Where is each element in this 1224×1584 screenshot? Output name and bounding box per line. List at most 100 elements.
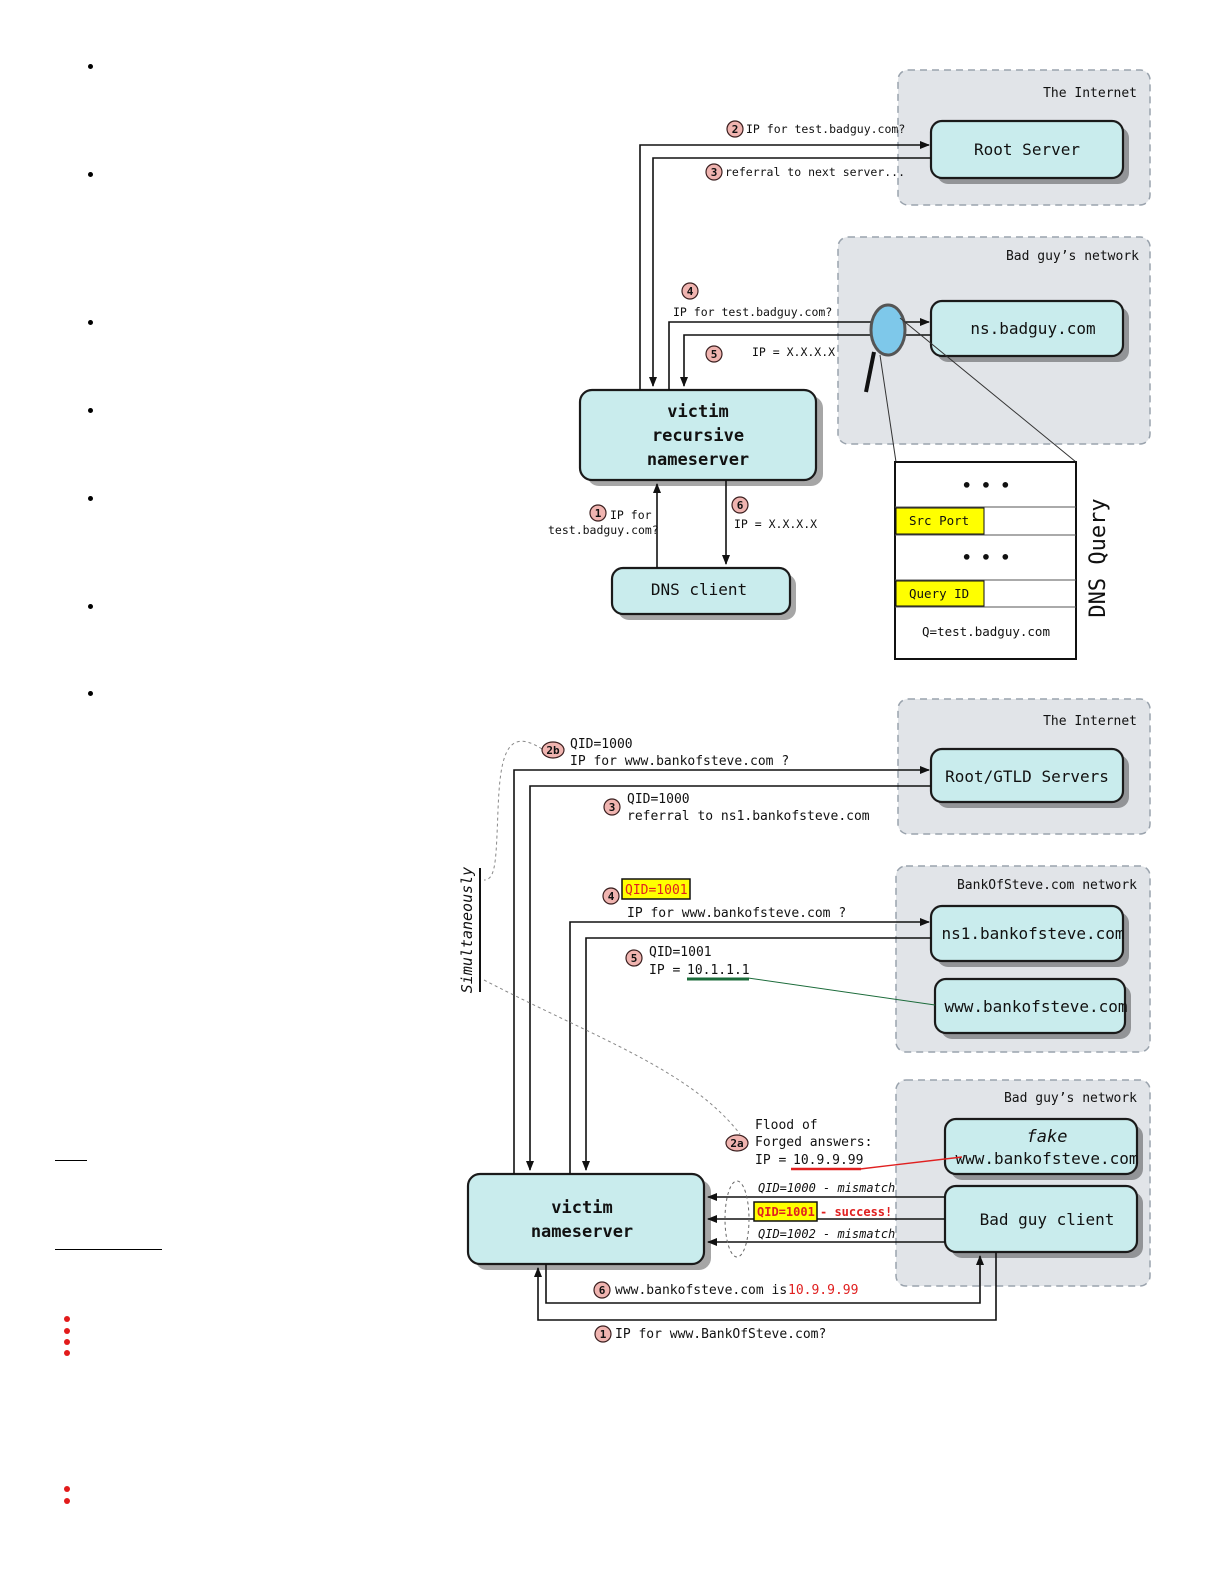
red-dot-4 — [64, 1350, 70, 1356]
victim-nameserver-line1: victim — [551, 1198, 612, 1218]
fake-label: fake — [1027, 1127, 1068, 1147]
bullet-2 — [88, 172, 93, 177]
victim-recursive-line1: victim — [667, 402, 728, 422]
ns1-bank-node — [929, 904, 1125, 963]
red-dot-3 — [64, 1339, 70, 1345]
packet-dots-1: • • • — [962, 476, 1010, 495]
svg-text:1: 1 — [600, 1328, 607, 1341]
svg-text:1: 1 — [595, 507, 602, 520]
step-2b-badge: 2b — [541, 741, 565, 759]
step-6-text-2: www.bankofsteve.com is — [615, 1283, 787, 1298]
arrow-step5 — [680, 334, 931, 387]
svg-text:2b: 2b — [546, 744, 560, 757]
victim-recursive-line3: nameserver — [647, 450, 749, 470]
badguy-region-title-1: Bad guy’s network — [1006, 249, 1139, 264]
forged-2-highlight — [753, 1201, 818, 1222]
step-4-qid: QID=1001 — [625, 883, 688, 898]
bullet-6 — [88, 604, 93, 609]
step-5-text: IP = X.X.X.X — [752, 345, 835, 359]
arrow-step2 — [639, 141, 930, 390]
ns-badguy-label: ns.badguy.com — [970, 319, 1095, 338]
fake-host-label: www.bankofsteve.com — [955, 1149, 1138, 1168]
arrow-6 — [545, 1255, 984, 1304]
root-gtld-node — [929, 747, 1125, 804]
diagram-2: The Internet BankOfSteve.com network Bad… — [458, 698, 1151, 1343]
step-5-ip: 10.1.1.1 — [687, 963, 750, 978]
magnifier-icon — [864, 303, 1077, 463]
step-4-badge-2: 4 — [602, 887, 620, 905]
svg-text:3: 3 — [711, 166, 718, 179]
step-3-text-2: referral to ns1.bankofsteve.com — [627, 809, 870, 824]
dns-client-node — [610, 566, 792, 616]
red-dot-6 — [64, 1498, 70, 1504]
forged-answer-2-text: - success! — [820, 1205, 892, 1219]
svg-text:4: 4 — [608, 890, 615, 903]
simultaneous-link-top — [483, 740, 543, 881]
flood-ip: 10.9.9.99 — [793, 1153, 863, 1168]
dns-client-label: DNS client — [651, 580, 747, 599]
svg-text:2a: 2a — [730, 1137, 743, 1150]
query-field: Q=test.badguy.com — [922, 624, 1050, 639]
step-4-text-2: IP for www.bankofsteve.com ? — [627, 906, 846, 921]
svg-text:6: 6 — [599, 1284, 606, 1297]
red-dot-2 — [64, 1328, 70, 1334]
victim-nameserver-line2: nameserver — [531, 1222, 633, 1242]
step-1-text-b: test.badguy.com? — [548, 523, 659, 537]
step-5-badge: 5 — [705, 345, 723, 363]
arrow-4 — [569, 918, 930, 1174]
fake-bank-node — [943, 1117, 1139, 1176]
forged-group-ellipse — [724, 1180, 750, 1258]
step-4-badge: 4 — [681, 282, 699, 300]
red-dot-5 — [64, 1486, 70, 1492]
arrow-2b — [513, 766, 930, 1174]
step-6-badge: 6 — [731, 496, 749, 514]
step-1-badge: 1 — [589, 504, 607, 522]
dns-query-label: DNS Query — [1086, 498, 1111, 617]
step-5-ip-label: IP = — [649, 963, 680, 978]
bullet-5 — [88, 496, 93, 501]
arrow-step4 — [668, 318, 930, 390]
simultaneously-label: Simultaneously — [458, 867, 476, 993]
victim-recursive-line2: recursive — [652, 426, 744, 446]
arrow-3 — [526, 785, 931, 1171]
step-1-text-2: IP for www.BankOfSteve.com? — [615, 1327, 826, 1342]
ns-badguy-node — [929, 299, 1125, 358]
simultaneous-link-bottom — [483, 979, 741, 1135]
arrow-step3 — [649, 157, 931, 387]
dns-query-packet: • • • • • • Src Port Query ID Q=test.bad… — [894, 461, 1077, 660]
step-5-qid: QID=1001 — [649, 945, 712, 960]
internet-region-title-1: The Internet — [1043, 86, 1137, 101]
victim-recursive-node — [578, 388, 818, 482]
step-1-badge-2: 1 — [594, 1325, 612, 1343]
legit-ip-link — [747, 977, 936, 1006]
svg-text:4: 4 — [687, 285, 694, 298]
svg-text:2: 2 — [732, 123, 739, 136]
step-3-text: referral to next server... — [725, 165, 905, 179]
step-6-ip: 10.9.9.99 — [788, 1283, 858, 1298]
forged-answer-3: QID=1002 - mismatch — [758, 1227, 895, 1241]
step-2b-text: IP for www.bankofsteve.com ? — [570, 754, 789, 769]
underline-long — [55, 1249, 162, 1250]
step-3-badge: 3 — [705, 163, 723, 181]
step-4-text: IP for test.badguy.com? — [673, 305, 832, 319]
step-6-badge-2: 6 — [593, 1281, 611, 1299]
bullet-7 — [88, 691, 93, 696]
www-bank-node — [933, 977, 1127, 1035]
step-2-text: IP for test.badguy.com? — [746, 122, 905, 136]
bank-region-title: BankOfSteve.com network — [957, 878, 1137, 893]
step-6-text: IP = X.X.X.X — [734, 517, 817, 531]
bullet-4 — [88, 408, 93, 413]
src-port-field: Src Port — [909, 513, 969, 528]
bullet-3 — [88, 320, 93, 325]
step-1-text-a: IP for — [610, 508, 652, 522]
step-3-badge-2: 3 — [603, 798, 621, 816]
step-2b-qid: QID=1000 — [570, 737, 633, 752]
badguy-client-label: Bad guy client — [980, 1210, 1115, 1229]
svg-text:3: 3 — [609, 801, 616, 814]
forged-answer-1: QID=1000 - mismatch — [758, 1181, 895, 1195]
flood-ip-label: IP = — [755, 1153, 786, 1168]
badguy-region-title-2: Bad guy’s network — [1004, 1091, 1137, 1106]
query-id-field: Query ID — [909, 586, 969, 601]
svg-text:5: 5 — [631, 952, 638, 965]
root-server-label: Root Server — [974, 140, 1080, 159]
